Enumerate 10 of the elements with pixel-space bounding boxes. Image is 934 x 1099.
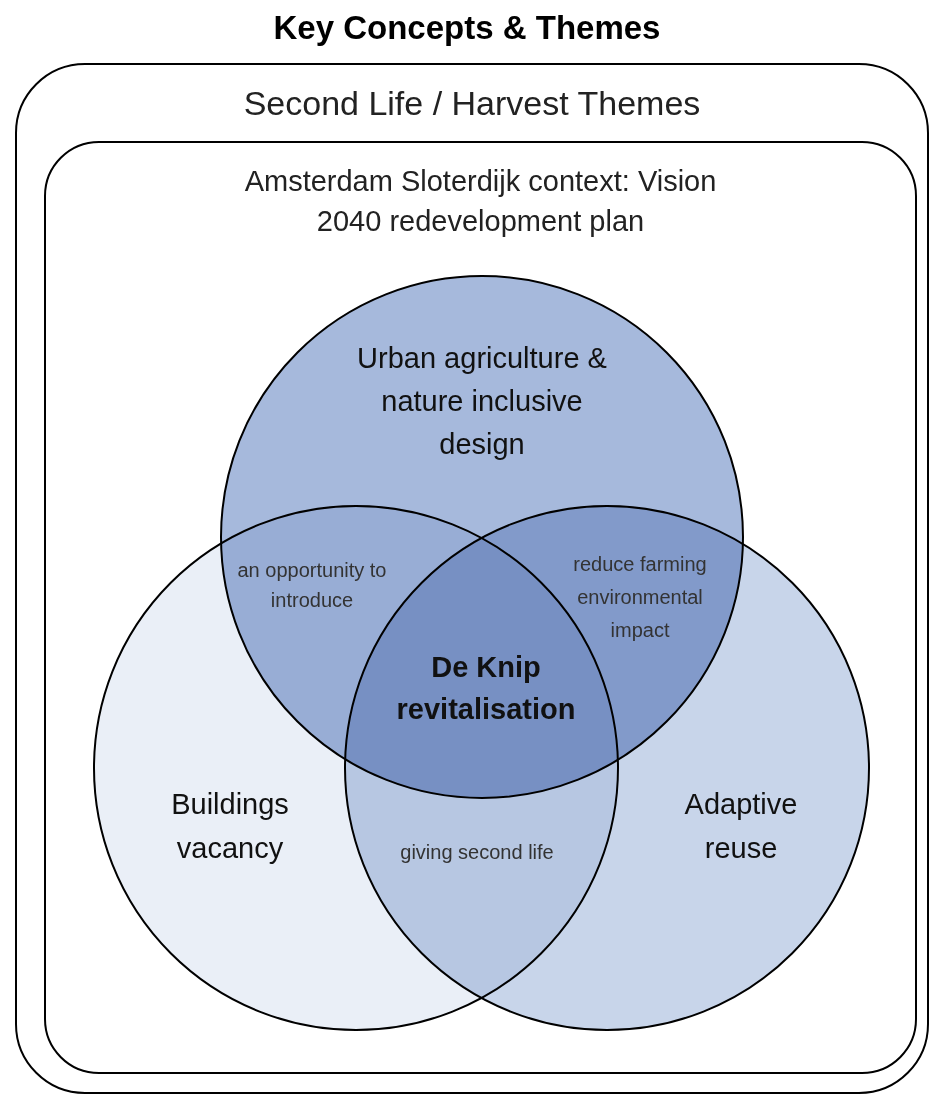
overlap-label: giving second life: [399, 840, 555, 865]
diagram-title: Key Concepts & Themes: [272, 8, 662, 48]
overlap-label: reduce farming environmental impact: [572, 552, 708, 643]
node-label: Second Life / Harvest Themes: [242, 83, 702, 123]
node-label: Amsterdam Sloterdijk context: Vision 2040 redevelopment plan: [243, 164, 718, 239]
node-label: Adaptive reuse: [683, 787, 799, 866]
overlap-label: an opportunity to introduce: [236, 558, 388, 613]
overlap-label: De Knip revitalisation: [395, 650, 577, 727]
node-label: Buildings vacancy: [170, 787, 290, 866]
node-label: Urban agriculture & nature inclusive design: [356, 341, 608, 462]
